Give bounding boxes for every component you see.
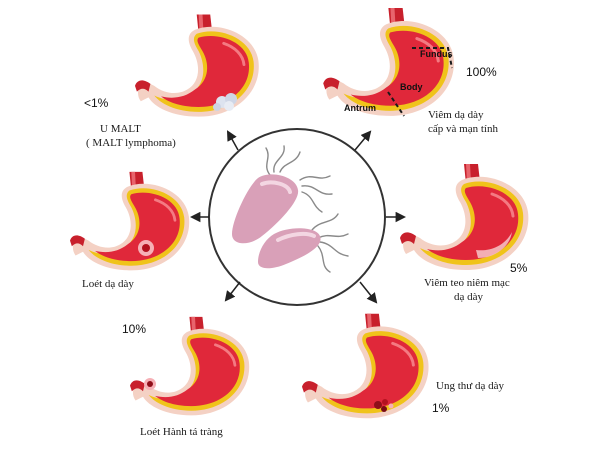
malt-percent: <1% <box>84 96 109 110</box>
cancer-lesion <box>374 399 394 412</box>
center-circle <box>208 128 386 306</box>
gastritis-label-line-1: Viêm dạ dày <box>428 109 484 121</box>
stomach-gastritis-icon <box>322 8 456 118</box>
anatomy-body: Body <box>400 82 423 92</box>
gastritis-label-line-2: cấp và mạn tính <box>428 123 498 135</box>
duodenal-ulcer-spot <box>144 378 156 390</box>
center-hub <box>208 128 386 306</box>
stomach-cancer-icon <box>302 312 431 420</box>
gastritis-region-lines <box>387 47 453 117</box>
malt-lymphoma-mass <box>213 93 237 111</box>
arrow-to-duodenal <box>224 281 241 302</box>
anatomy-antrum: Antrum <box>344 103 376 113</box>
stomach-atrophic-icon <box>400 162 530 272</box>
stomach-ulcer-group: Loét dạ dày <box>70 170 191 290</box>
arrow-to-cancer <box>359 281 378 304</box>
gastritis-percent: 100% <box>466 65 497 79</box>
arrows <box>189 130 407 304</box>
stomach-cancer-group: Ung thư dạ dày 1% <box>302 312 504 420</box>
stomach-duodenal-group: 10% Loét Hành tá tràng <box>122 315 251 438</box>
atrophic-label-line-2: dạ dày <box>454 291 484 303</box>
stomach-ulcer-icon <box>70 170 191 272</box>
stomach-duodenal-ulcer-icon <box>130 315 251 417</box>
h-pylori-bacteria-icon <box>232 145 349 273</box>
stomach-malt-group: <1% U MALT ( MALT lymphoma) <box>84 12 261 149</box>
duodenal-label: Loét Hành tá tràng <box>140 426 223 438</box>
malt-label-line-1: U MALT <box>100 123 141 135</box>
ulcer-label: Loét dạ dày <box>82 278 134 290</box>
cancer-percent: 1% <box>432 401 450 415</box>
stomach-malt-icon <box>135 12 261 119</box>
stomach-atrophic-group: 5% Viêm teo niêm mạc dạ dày <box>400 162 530 303</box>
atrophic-patch <box>476 232 512 258</box>
stomach-gastritis-group: Fundus Body Antrum 100% Viêm dạ dày cấp … <box>322 8 498 135</box>
atrophic-label-line-1: Viêm teo niêm mạc <box>424 277 510 289</box>
duodenal-percent: 10% <box>122 322 146 336</box>
atrophic-percent: 5% <box>510 261 528 275</box>
arrow-to-gastritis <box>354 130 372 151</box>
ulcer-spot <box>138 240 154 256</box>
cancer-label: Ung thư dạ dày <box>436 380 504 392</box>
malt-label-line-2: ( MALT lymphoma) <box>86 137 176 149</box>
arrow-to-malt <box>226 130 239 151</box>
anatomy-fundus: Fundus <box>420 49 453 59</box>
